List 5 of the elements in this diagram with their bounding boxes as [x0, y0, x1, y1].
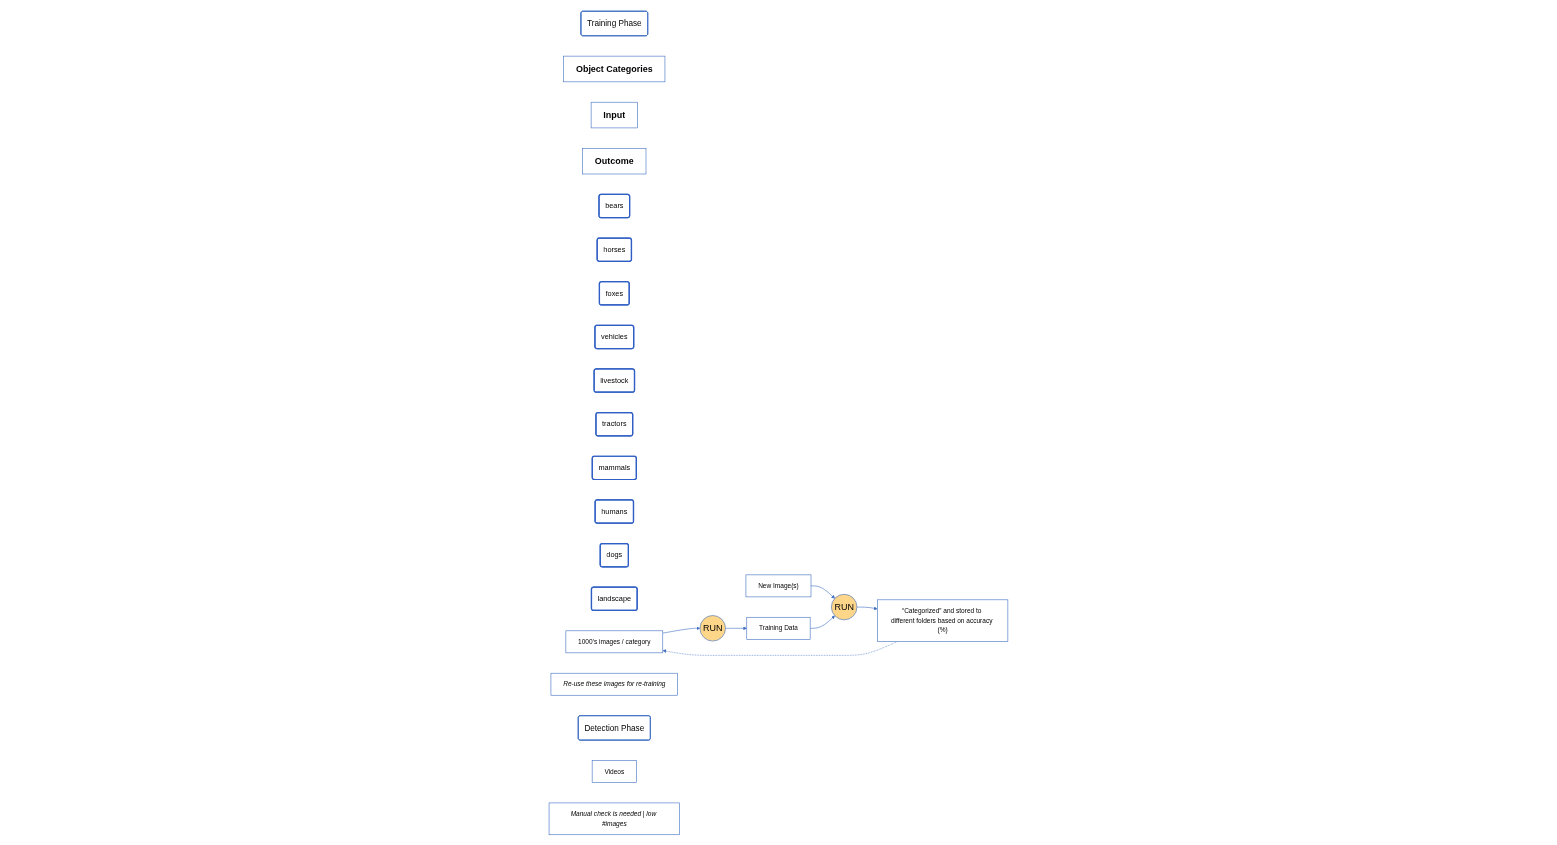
node-box: Input	[590, 101, 638, 128]
node-circle: RUN	[831, 593, 858, 620]
node-circle: RUN	[699, 614, 726, 641]
node-box: Object Categories	[563, 55, 666, 82]
node-box: Outcome	[582, 147, 647, 174]
